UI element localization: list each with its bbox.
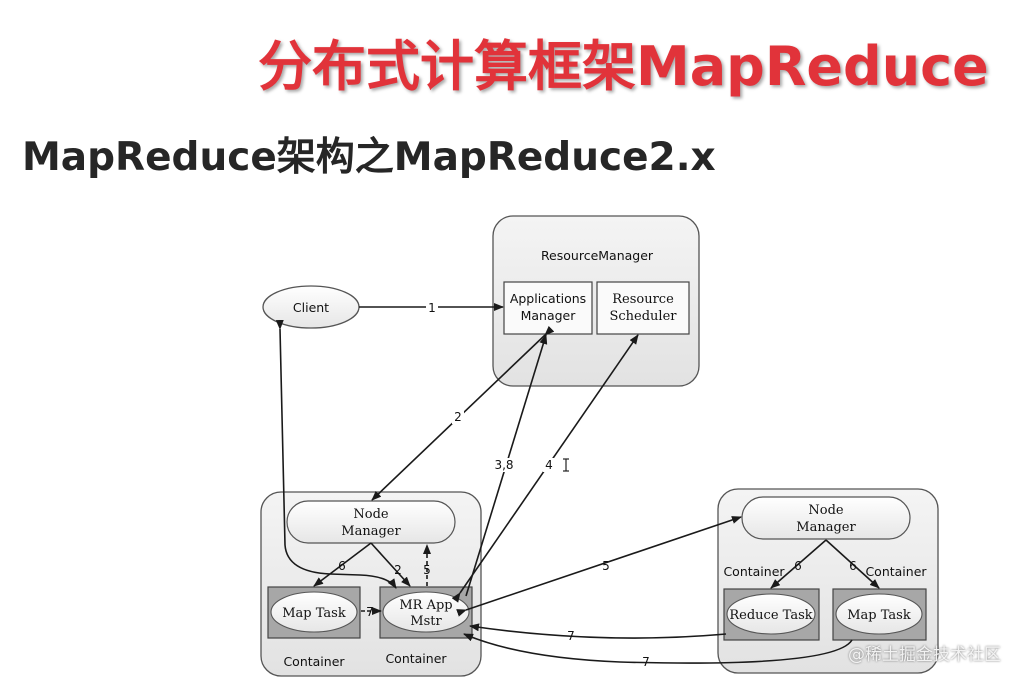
- left-worker-node: Node Manager Map Task MR App Mstr Contai…: [260, 491, 482, 677]
- edge-labels: 1 2 3,8 4 5 6 2 5 7 6 6 7 7: [338, 300, 857, 669]
- mr-app-master-line2: Mstr: [410, 614, 442, 629]
- edge-label-1: 1: [428, 301, 436, 315]
- resource-manager-node: ResourceManager Applications Manager Res…: [492, 215, 700, 387]
- edge-left-nm-to-map-task: [313, 542, 372, 587]
- right-node-manager: Node Manager: [741, 496, 911, 540]
- edge-mr-app-to-right-node-manager: [456, 516, 742, 617]
- edge-label-5-left: 5: [423, 563, 431, 577]
- left-node-manager-line2: Manager: [341, 524, 401, 539]
- edge-label-2: 2: [454, 410, 462, 424]
- mr-app-master-line1: MR App: [399, 598, 452, 613]
- left-container-label: Container: [283, 654, 345, 669]
- right-map-task-container: Map Task: [832, 588, 927, 641]
- left-node-manager: Node Manager: [286, 500, 456, 544]
- resource-scheduler-line2: Scheduler: [609, 309, 677, 324]
- edge-label-6-left: 6: [338, 559, 346, 573]
- resource-scheduler-line1: Resource: [612, 292, 674, 307]
- client-label: Client: [293, 300, 329, 315]
- edge-label-2-left: 2: [394, 563, 402, 577]
- reduce-task-container: Reduce Task: [723, 588, 820, 641]
- left-node-manager-line1: Node: [353, 507, 389, 522]
- edge-right-nm-to-reduce-task: [770, 539, 827, 589]
- applications-manager-box: Applications Manager: [503, 281, 593, 335]
- applications-manager-line2: Manager: [521, 308, 577, 323]
- edge-label-6-map: 6: [849, 559, 857, 573]
- watermark: @稀土掘金技术社区: [848, 645, 1001, 665]
- right-node-manager-line1: Node: [808, 503, 844, 518]
- slide-subtitle: MapReduce架构之MapReduce2.x: [22, 135, 716, 180]
- reduce-task-label: Reduce Task: [729, 608, 812, 623]
- right-node-manager-line2: Manager: [796, 520, 856, 535]
- edge-label-4: 4: [545, 458, 553, 472]
- edge-label-7-left: 7: [366, 605, 374, 619]
- edge-right-map-task-to-mr-app: [463, 633, 853, 664]
- left-map-task-label: Map Task: [282, 606, 346, 621]
- resource-manager-label: ResourceManager: [541, 248, 654, 263]
- right-map-task-label: Map Task: [847, 608, 911, 623]
- edge-right-nm-to-map-task: [825, 539, 880, 589]
- mr-app-master-container: MR App Mstr: [379, 586, 473, 639]
- right-container-label-right: Container: [865, 564, 927, 579]
- text-cursor-icon: [563, 458, 569, 472]
- edge-left-nm-to-mr-app: [370, 542, 411, 587]
- applications-manager-line1: Applications: [510, 291, 586, 306]
- slide-title: 分布式计算框架MapReduce: [258, 35, 989, 98]
- mr-container-label: Container: [385, 651, 447, 666]
- resource-scheduler-box: Resource Scheduler: [596, 281, 690, 335]
- edge-label-3-8: 3,8: [494, 458, 513, 472]
- client-node: Client: [262, 285, 360, 329]
- edge-label-7-reduce: 7: [567, 629, 575, 643]
- right-container-label-left: Container: [723, 564, 785, 579]
- edge-reduce-task-to-mr-app: [469, 623, 727, 639]
- edge-label-7-map: 7: [642, 655, 650, 669]
- left-map-task-container: Map Task: [267, 586, 361, 639]
- edge-label-6-reduce: 6: [794, 559, 802, 573]
- edge-label-5-right: 5: [602, 559, 610, 573]
